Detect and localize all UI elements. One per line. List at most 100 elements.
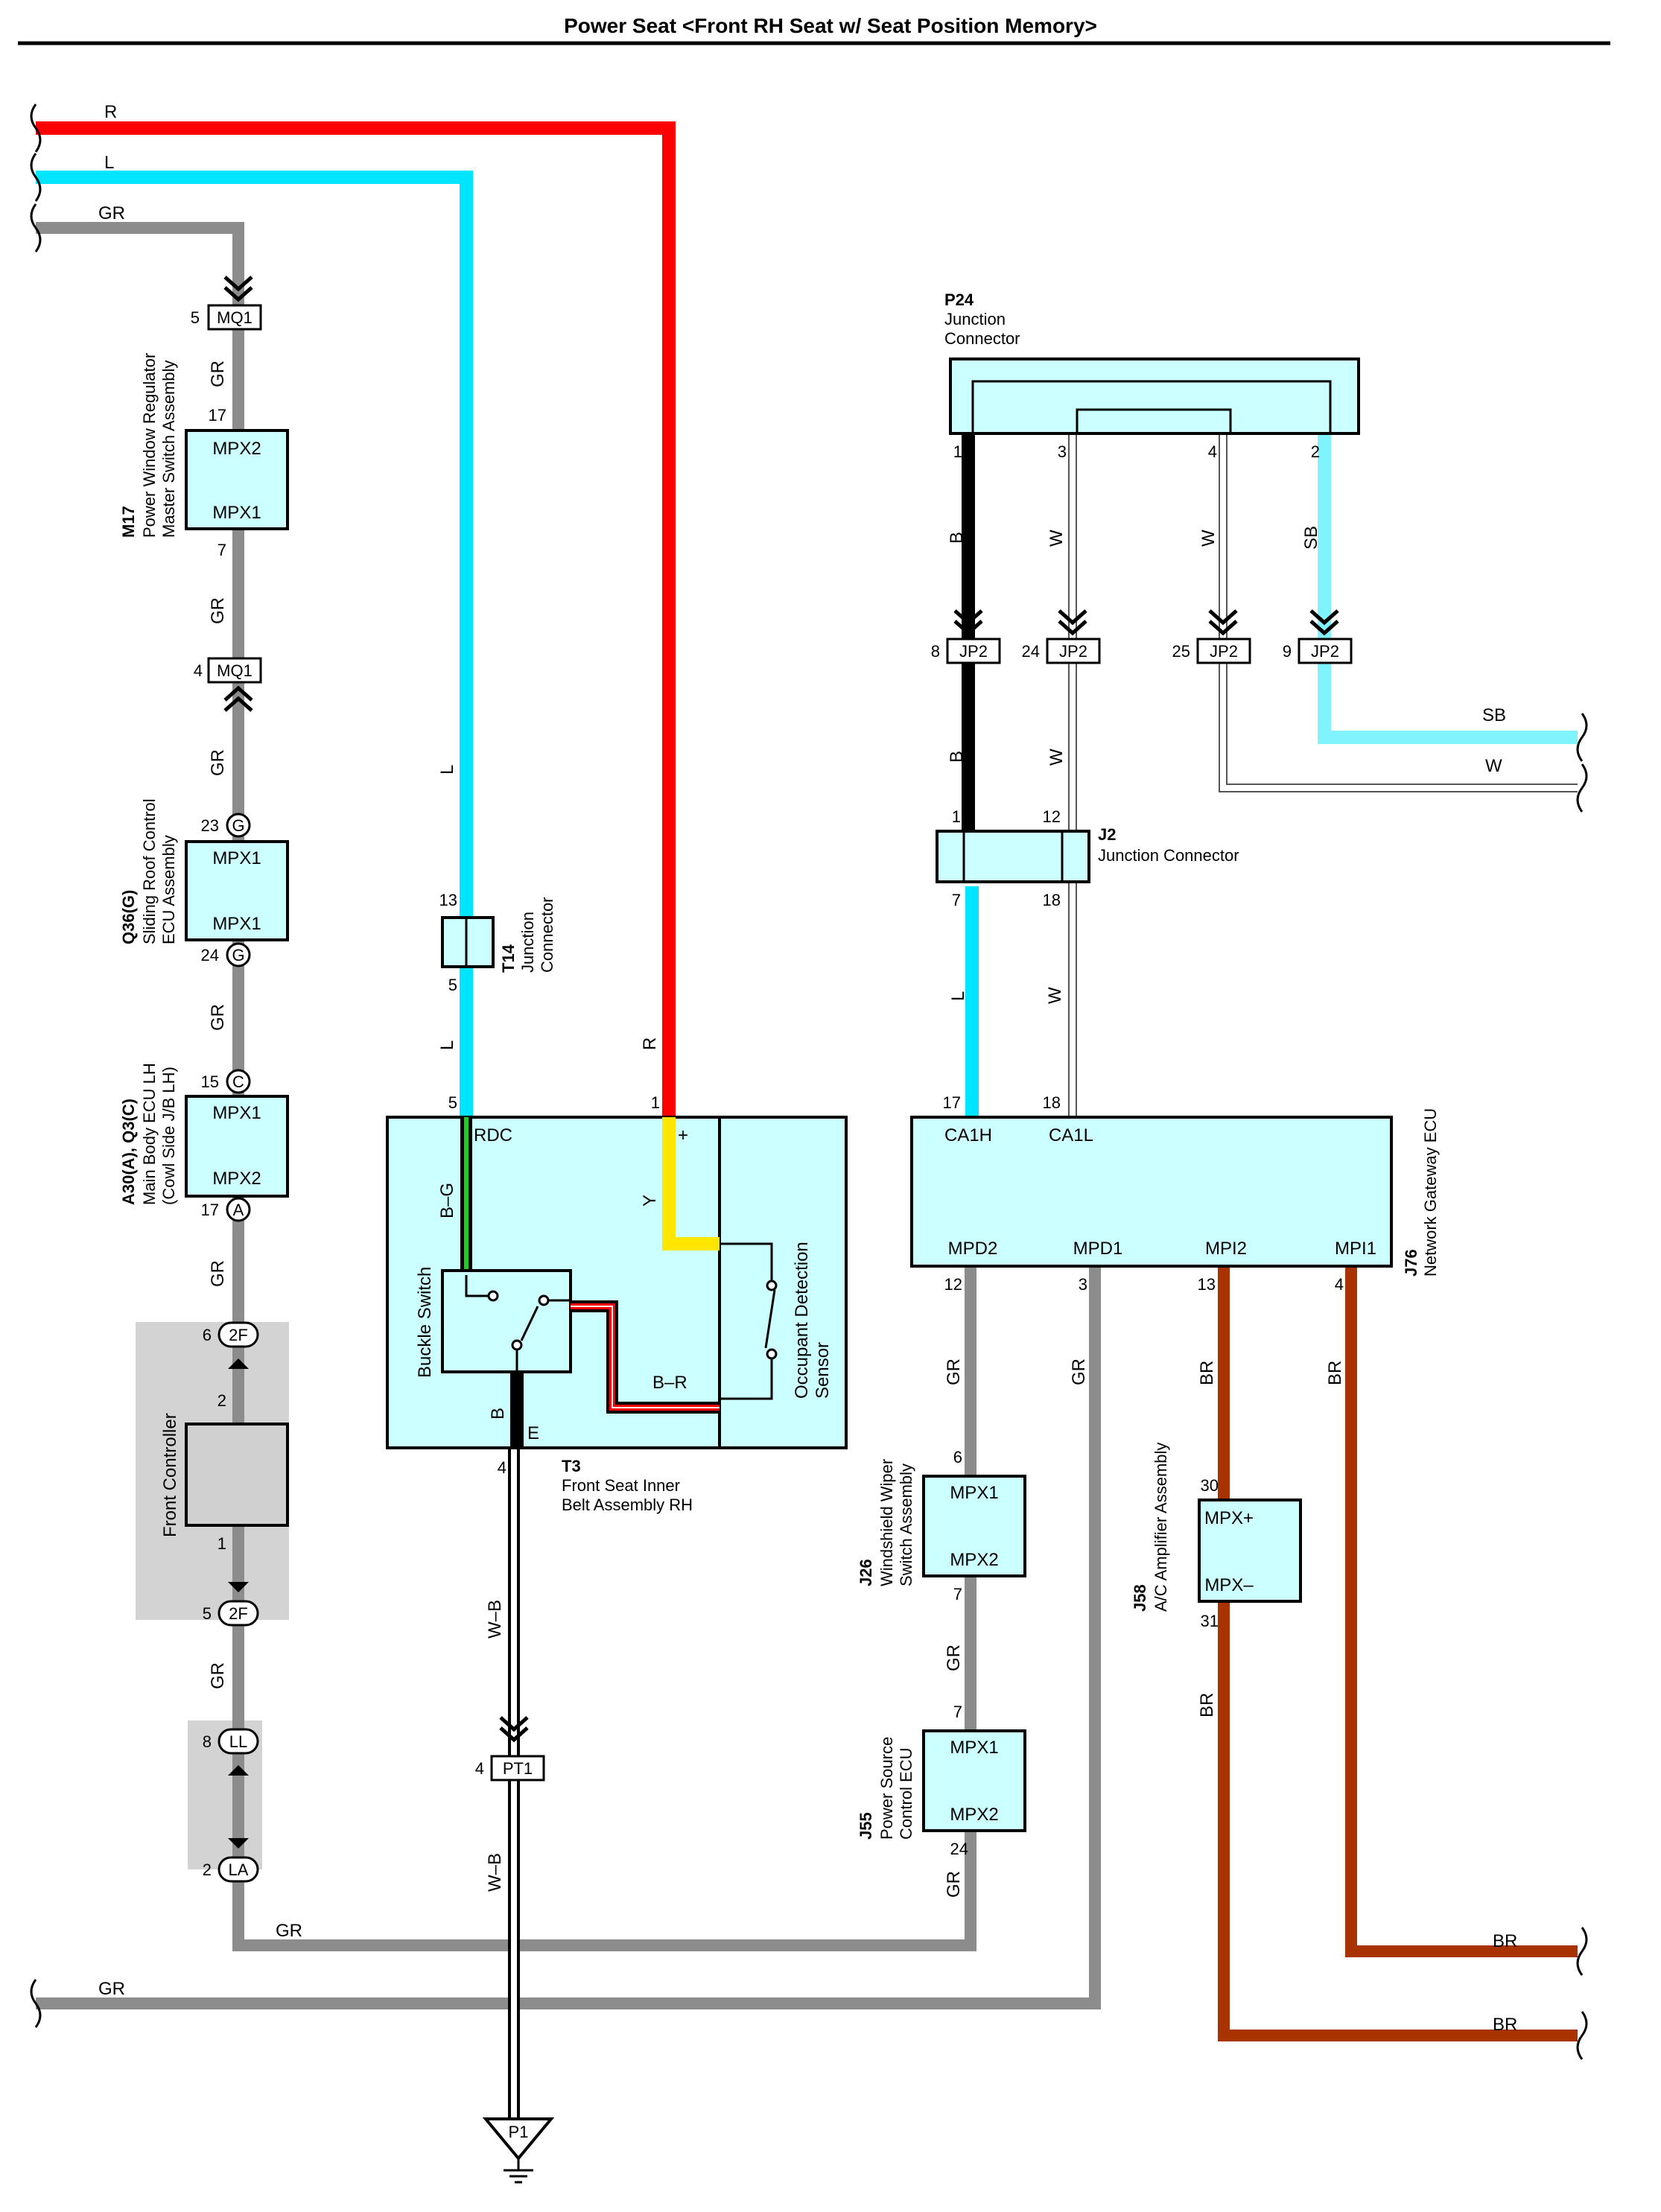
j76-p17: 17	[943, 1093, 961, 1112]
ground-icon	[504, 2158, 533, 2184]
m17-name2: Master Switch Assembly	[159, 360, 178, 538]
occupant-label-2: Sensor	[813, 1342, 833, 1399]
wire-label-gr-m17-down: GR	[208, 597, 228, 624]
j55-box	[922, 1729, 1026, 1832]
mq1-bot-name: MQ1	[217, 661, 253, 680]
j26-pin-top: 6	[953, 1448, 962, 1466]
p24-name2: Connector	[944, 329, 1020, 348]
jp2-d-name: JP2	[1311, 642, 1339, 661]
j76-p18: 18	[1043, 1093, 1061, 1112]
wire-br-2	[1218, 1266, 1578, 2041]
j76-t-mpi1: MPI1	[1335, 1239, 1376, 1259]
f2-bot-pin: 5	[203, 1604, 212, 1623]
wire-label-p24-sb: SB	[1301, 526, 1321, 550]
jp2-a-connector	[946, 638, 1001, 664]
wire-gr-left	[36, 222, 976, 1951]
a30-name1: Main Body ECU LH	[140, 1063, 159, 1205]
m17-box	[185, 429, 289, 530]
wire-break-right	[1576, 713, 1588, 2060]
j2-p12: 12	[1043, 807, 1061, 826]
wire-label-j26-gr: GR	[944, 1644, 964, 1671]
wire-label-gr-bottom-long: GR	[98, 1979, 125, 1999]
q36-code: Q36(G)	[119, 890, 138, 944]
a30-name2: (Cowl Side J/B LH)	[159, 1067, 178, 1205]
t14-pin-bot: 5	[448, 976, 457, 994]
p24-pin-3: 3	[1058, 442, 1067, 461]
wire-label-j58-br: BR	[1197, 1693, 1217, 1717]
p24-pin-4: 4	[1208, 442, 1217, 461]
p1-ground-triangle	[482, 2117, 555, 2161]
wire-label-l-top: L	[104, 153, 114, 173]
j58-pin-top: 30	[1201, 1476, 1219, 1495]
j76-box	[910, 1116, 1393, 1268]
j76-t-mpd2: MPD2	[948, 1239, 998, 1259]
j26-term2: MPX2	[950, 1550, 998, 1570]
wire-br-1	[1345, 1266, 1578, 1957]
wire-label-j76-br1: BR	[1197, 1361, 1217, 1385]
j26-code: J26	[857, 1559, 875, 1586]
ll-arrow	[228, 1765, 249, 1776]
wire-y	[662, 1117, 720, 1250]
j58-term1: MPX+	[1204, 1508, 1254, 1528]
j76-name: Network Gateway ECU	[1421, 1108, 1440, 1277]
diagram-title: Power Seat <Front RH Seat w/ Seat Positi…	[564, 14, 1097, 37]
t3-code: T3	[562, 1457, 581, 1475]
a30-term1: MPX1	[212, 1103, 261, 1123]
wire-label-jp2-b: B	[947, 751, 967, 763]
la-connector	[217, 1856, 259, 1883]
pt1-pin: 4	[475, 1759, 484, 1778]
j26-name1: Windshield Wiper	[877, 1459, 896, 1586]
mq1-top-arrow	[223, 276, 253, 302]
mq1-bot-pin: 4	[194, 661, 203, 680]
wire-r	[36, 121, 676, 1117]
front-controller-name: Front Controller	[160, 1413, 180, 1537]
a17-name: A	[233, 1201, 244, 1219]
jp2-c-pin: 25	[1172, 642, 1190, 661]
t3-pin-l: 5	[448, 1093, 457, 1112]
wire-l	[36, 171, 473, 1117]
j2-name: Junction Connector	[1098, 846, 1239, 865]
wire-label-j2-w: W	[1045, 987, 1065, 1004]
jp2-c-connector	[1196, 638, 1251, 664]
j26-pin-bot: 7	[953, 1585, 962, 1604]
m17-term1: MPX2	[212, 439, 261, 459]
mq1-bot-arrow	[223, 685, 253, 712]
f2-top-connector	[217, 1321, 259, 1348]
front-controller-box	[185, 1423, 289, 1527]
a30-box	[185, 1095, 289, 1198]
wire-label-j55-gr: GR	[944, 1871, 964, 1898]
wire-label-l-mid: L	[437, 765, 457, 775]
p24-pin-2: 2	[1311, 442, 1320, 461]
jp2-b-pin: 24	[1022, 642, 1040, 661]
wire-break-left	[30, 104, 42, 2028]
la-pin: 2	[203, 1860, 212, 1879]
j55-pin-bot: 24	[950, 1840, 968, 1858]
wire-label-br-right1: BR	[1493, 1931, 1517, 1951]
wire-label-b-r: B–R	[652, 1373, 687, 1393]
j2-code: J2	[1098, 825, 1116, 844]
a17-connector	[226, 1197, 251, 1222]
j26-name2: Switch Assembly	[897, 1463, 915, 1586]
jp2-a-pin: 8	[931, 642, 940, 661]
g23-pin: 23	[201, 816, 219, 835]
j2-p1: 1	[952, 807, 961, 826]
wire-label-jp2-w: W	[1047, 749, 1067, 766]
jp2-c-name: JP2	[1210, 642, 1238, 661]
ll-pin: 8	[203, 1732, 212, 1751]
occupant-switch-symbol	[720, 1242, 778, 1400]
wire-gr-bottom	[36, 1266, 1101, 2009]
t3-name1: Front Seat Inner	[562, 1476, 680, 1495]
jp2-a-name: JP2	[959, 642, 988, 661]
t14-box	[441, 916, 495, 968]
j76-t-ca1h: CA1H	[944, 1125, 992, 1145]
j58-code: J58	[1131, 1584, 1149, 1612]
c15-name: C	[232, 1072, 244, 1091]
j55-name1: Power Source	[877, 1737, 896, 1840]
f2-top-name: 2F	[229, 1326, 248, 1344]
wire-label-gr-top: GR	[98, 203, 125, 223]
buckle-switch-symbol	[465, 1275, 571, 1372]
j2-p18: 18	[1043, 891, 1061, 909]
pt1-name: PT1	[503, 1759, 533, 1778]
wire-label-p24-w1: W	[1047, 530, 1067, 547]
